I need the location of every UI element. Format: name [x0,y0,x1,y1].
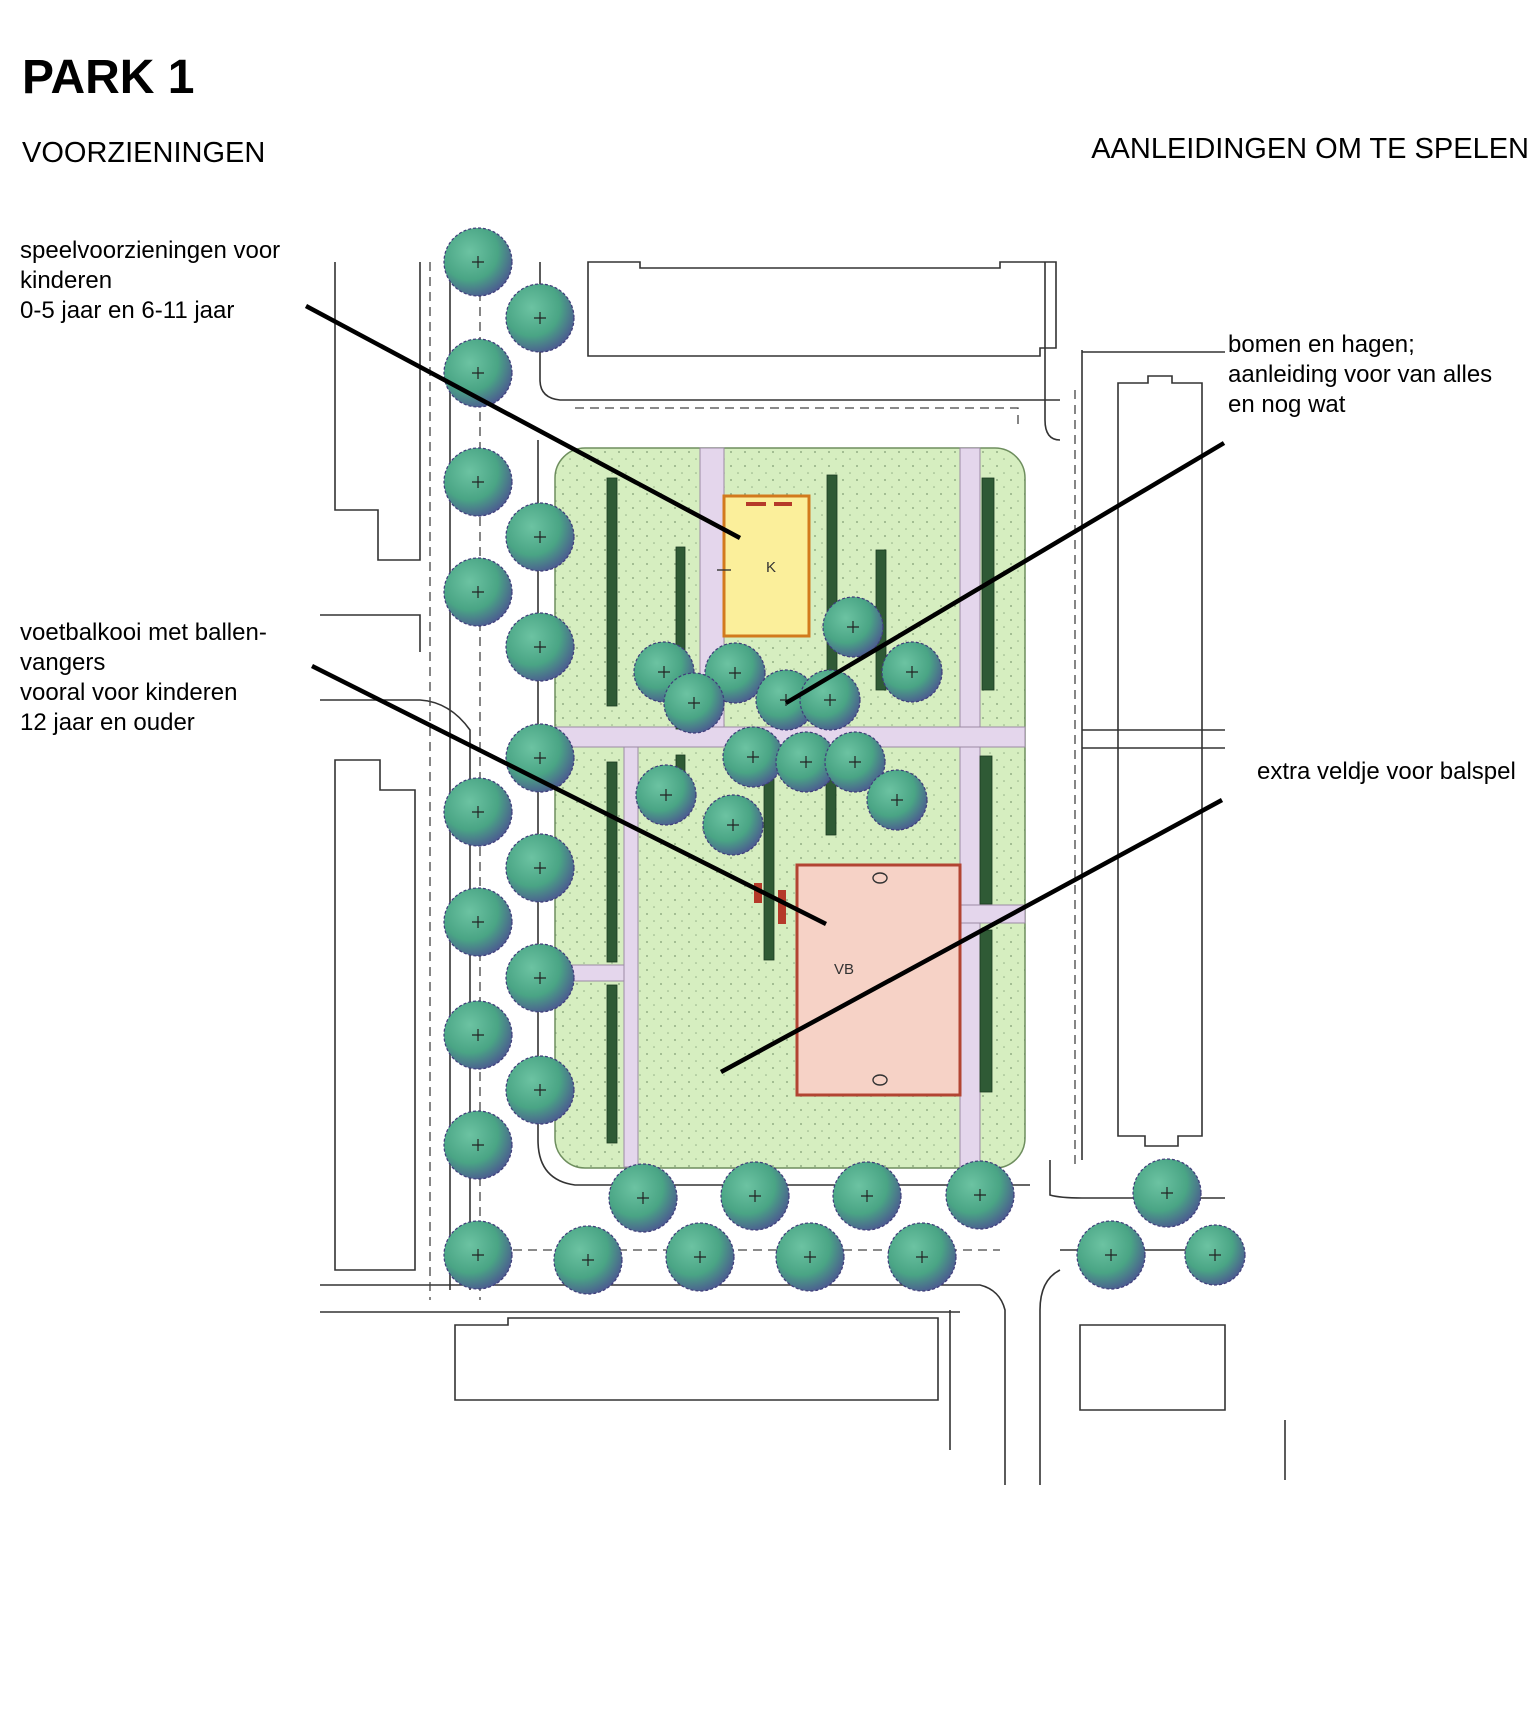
tree-icon [443,227,513,297]
annotation-veldje: extra veldje voor balspel [1257,758,1516,785]
tree-icon [443,1110,513,1180]
tree-icon [881,641,943,703]
tree-icon [822,596,884,658]
leader-line-bomen [784,441,1226,705]
subtitle-voorzieningen: VOORZIENINGEN [22,137,266,169]
tree-icon [635,764,697,826]
tree-icon [720,1161,790,1231]
tree-icon [443,557,513,627]
annotation-speelvoorzieningen: speelvoorzieningen voor kinderen 0-5 jaa… [20,237,281,324]
tree-icon [702,794,764,856]
tree-icon [824,731,886,793]
tree-icon [443,1220,513,1290]
building-left-long [334,759,416,1271]
leader-line-voetbalkooi [310,663,828,927]
leader-line-veldje [719,798,1224,1074]
goal-icon [872,872,888,884]
building-right [1117,375,1203,1147]
hedge-icon [606,477,618,707]
tree-icon [443,887,513,957]
tree-icon [722,726,784,788]
tree-icon [866,769,928,831]
tree-icon [443,1000,513,1070]
tree-icon [663,672,725,734]
tree-icon [1132,1158,1202,1228]
hedge-icon [979,755,993,905]
hedge-icon [606,984,618,1144]
bench-icon [754,883,762,903]
tree-icon [945,1160,1015,1230]
building-bottom-right [1079,1324,1226,1411]
tree-icon [443,777,513,847]
tree-icon [1076,1220,1146,1290]
tree-icon [505,833,575,903]
tree-icon [553,1225,623,1295]
annotation-voetbalkooi: voetbalkooi met ballen- vangers vooral v… [20,619,267,736]
path-vertical-right [959,447,981,1169]
building-bottom [454,1317,939,1401]
tree-icon [505,283,575,353]
football-cage-label: VB [834,961,854,978]
hedge-icon [606,761,618,963]
tree-icon [505,943,575,1013]
tree-icon [775,1222,845,1292]
trees [443,227,1246,1295]
leader-line-speelvoorzieningen [304,304,742,540]
tree-icon [832,1161,902,1231]
tree-icon [608,1163,678,1233]
football-cage: VB [754,863,962,1097]
tree-icon [505,723,575,793]
building-top [587,261,1057,357]
bench-icon [778,890,786,924]
tree-icon [887,1222,957,1292]
hedge-icon [763,759,775,961]
tree-icon [665,1222,735,1292]
tree-icon [443,447,513,517]
building-left-top [334,262,421,561]
leader-lines [304,304,1226,1074]
tree-icon [505,502,575,572]
tree-icon [1184,1224,1246,1286]
playground: K [717,494,811,638]
annotation-bomen: bomen en hagen; aanleiding voor van alle… [1228,331,1493,418]
streets-and-buildings [320,261,1286,1485]
tree-icon [505,1055,575,1125]
goal-icon [872,1074,888,1086]
hedge-icon [979,929,993,1093]
page-title: PARK 1 [22,51,195,104]
playground-label: K [766,559,776,576]
subtitle-aanleidingen: AANLEIDINGEN OM TE SPELEN [1091,133,1529,165]
path-vertical-left [623,746,639,1168]
tree-icon [505,612,575,682]
